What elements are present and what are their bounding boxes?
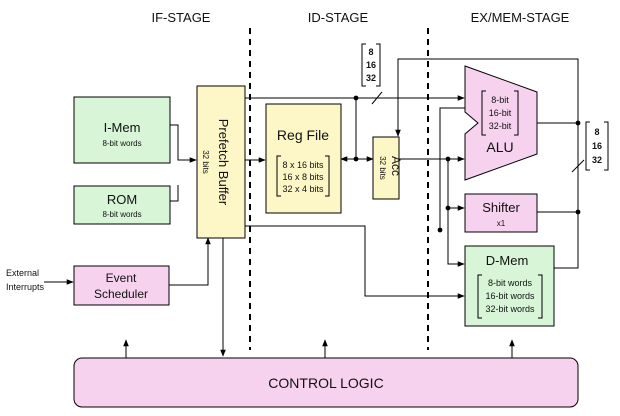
prefetch-title: Prefetch Buffer: [216, 119, 231, 206]
reg-file-title: Reg File: [277, 127, 329, 143]
alu-width-1: 8-bit: [491, 95, 509, 105]
reg-file-block: Reg File 8 x 16 bits 16 x 8 bits 32 x 4 …: [265, 103, 342, 214]
dmem-title: D-Mem: [486, 253, 529, 268]
external-label: External: [6, 268, 39, 278]
dmem-block: D-Mem 8-bit words 16-bit words 32-bit wo…: [464, 245, 555, 327]
prefetch-buffer-block: Prefetch Buffer 32 bits: [196, 85, 246, 239]
rom-block: ROM 8-bit words: [73, 185, 171, 225]
dmem-word-1: 8-bit words: [488, 278, 533, 288]
event-scheduler-line1: Event: [106, 271, 137, 285]
alu-width-2: 16-bit: [489, 108, 512, 118]
bus-right-32: 32: [592, 155, 602, 165]
acc-block: Acc 32 bits: [372, 136, 403, 200]
dmem-word-3: 32-bit words: [485, 304, 535, 314]
rom-title: ROM: [107, 192, 137, 207]
interrupts-label: Interrupts: [6, 282, 45, 292]
if-stage-label: IF-STAGE: [152, 10, 211, 25]
acc-subtitle: 32 bits: [378, 156, 387, 180]
wires: [44, 58, 585, 358]
event-scheduler-block: Event Scheduler: [73, 265, 170, 306]
bus-top-8: 8: [368, 47, 373, 57]
control-logic-block: CONTROL LOGIC: [73, 357, 579, 408]
alu-title: ALU: [486, 139, 513, 155]
prefetch-subtitle: 32 bits: [201, 150, 210, 174]
bus-top-32: 32: [366, 73, 376, 83]
control-logic-title: CONTROL LOGIC: [268, 375, 383, 391]
event-scheduler-line2: Scheduler: [94, 287, 148, 301]
reg-config-1: 8 x 16 bits: [282, 160, 324, 170]
exmem-stage-label: EX/MEM-STAGE: [471, 10, 570, 25]
alu-block: 8-bit 16-bit 32-bit ALU: [464, 65, 538, 181]
rom-subtitle: 8-bit words: [102, 210, 141, 219]
shifter-title: Shifter: [482, 200, 520, 215]
bus-width-top: 8 16 32: [361, 43, 381, 87]
acc-title: Acc: [389, 156, 403, 176]
imem-block: I-Mem 8-bit words: [73, 96, 171, 164]
imem-subtitle: 8-bit words: [102, 139, 141, 148]
alu-width-3: 32-bit: [489, 121, 512, 131]
shifter-subtitle: x1: [497, 219, 506, 228]
bus-top-16: 16: [366, 60, 376, 70]
bus-right-16: 16: [592, 141, 602, 151]
bus-width-right: 8 16 32: [585, 121, 609, 171]
reg-config-2: 16 x 8 bits: [282, 172, 324, 182]
shifter-block: Shifter x1: [464, 193, 538, 233]
imem-title: I-Mem: [104, 120, 141, 135]
id-stage-label: ID-STAGE: [308, 10, 369, 25]
bus-right-8: 8: [594, 127, 599, 137]
dmem-word-2: 16-bit words: [485, 291, 535, 301]
reg-config-3: 32 x 4 bits: [282, 184, 324, 194]
